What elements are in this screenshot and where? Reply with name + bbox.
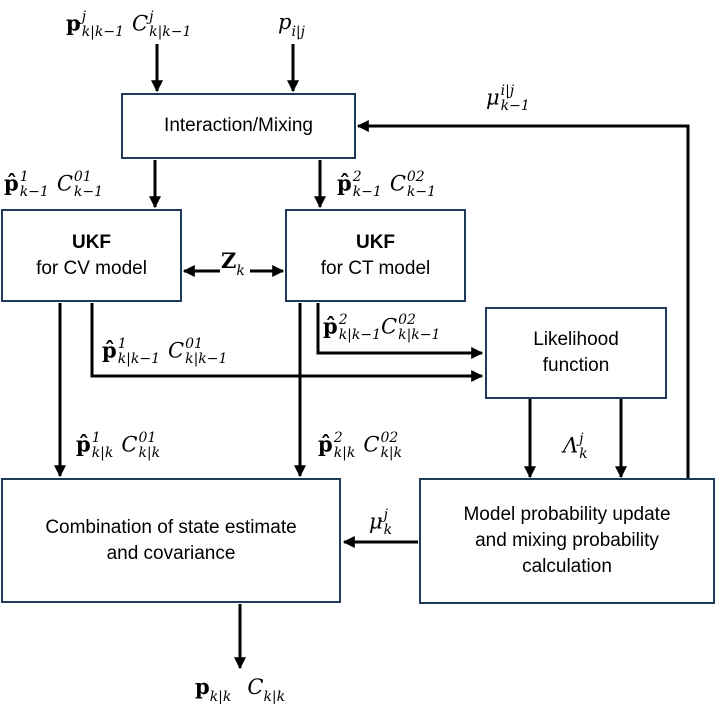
- ukf-ct-subtitle: for CT model: [320, 257, 431, 279]
- arrow-mixing-prob-feedback: [356, 120, 690, 478]
- label-transition-probability: pi|j: [278, 10, 305, 40]
- model-probability-box: Model probability update and mixing prob…: [419, 478, 715, 604]
- ukf-ct-title: UKF: [355, 231, 396, 253]
- combination-line2: and covariance: [106, 542, 236, 564]
- model-prob-line2: and mixing probability: [475, 530, 659, 551]
- model-prob-line3: calculation: [522, 556, 612, 577]
- combination-line1: Combination of state estimate: [45, 516, 297, 538]
- label-measurement: Zk: [221, 248, 245, 279]
- interaction-mixing-box: Interaction/Mixing: [121, 93, 356, 159]
- ukf-cv-title: UKF: [71, 231, 112, 253]
- likelihood-function-box: Likelihood function: [485, 307, 667, 399]
- arrow-ukf-cv-to-likelihood: [90, 303, 484, 382]
- ukf-cv-subtitle: for CV model: [36, 257, 147, 279]
- model-prob-line1: Model probability update: [463, 504, 671, 525]
- ukf-ct-box: UKF for CT model: [285, 209, 466, 302]
- combination-box: Combination of state estimate and covari…: [1, 478, 341, 603]
- interaction-mixing-label: Interaction/Mixing: [164, 115, 313, 136]
- likelihood-line2: function: [542, 355, 610, 376]
- ukf-cv-box: UKF for CV model: [1, 209, 182, 302]
- arrow-ukf-ct-to-likelihood: [316, 303, 484, 359]
- likelihood-line1: Likelihood: [533, 329, 619, 350]
